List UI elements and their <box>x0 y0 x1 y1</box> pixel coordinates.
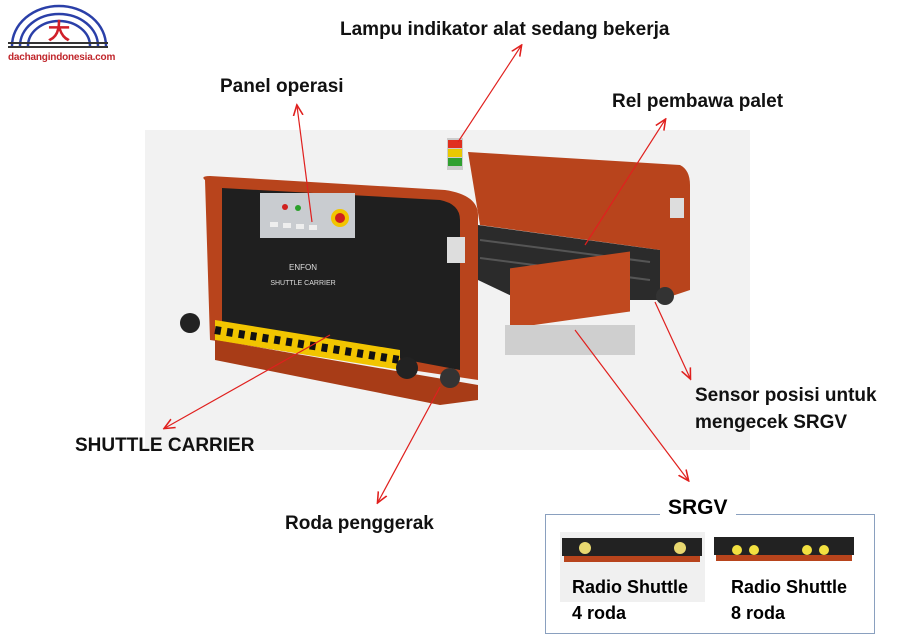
label-sensor-1: Sensor posisi untuk <box>695 385 877 406</box>
arrows <box>165 46 690 502</box>
srgv-8-wheel-image <box>714 537 854 561</box>
arrow-wheel <box>378 386 441 502</box>
shuttle-front <box>510 251 630 329</box>
vent-left <box>447 237 465 263</box>
srgv-8-label-2: 8 roda <box>731 603 786 623</box>
rail-body <box>468 152 690 300</box>
label-rail: Rel pembawa palet <box>612 91 784 112</box>
svg-text:大: 大 <box>48 19 70 44</box>
wheel-right <box>656 287 674 305</box>
arrow-srgv <box>574 329 688 480</box>
machine-brand: ENFON <box>289 263 317 272</box>
logo-text: dachangindonesia.com <box>8 52 116 63</box>
machine-model: SHUTTLE CARRIER <box>270 280 335 287</box>
bumper-right <box>396 357 418 379</box>
drive-wheel <box>440 368 460 388</box>
hazard-stripe <box>215 320 400 370</box>
label-panel: Panel operasi <box>220 76 344 97</box>
label-lamp: Lampu indikator alat sedang bekerja <box>340 19 670 40</box>
srgv-4-label-1: Radio Shuttle <box>572 577 688 597</box>
srgv-4-label-2: 4 roda <box>572 603 627 623</box>
arrow-lamp <box>457 46 521 143</box>
logo-arches-icon: 大 <box>8 4 108 48</box>
label-carrier: SHUTTLE CARRIER <box>75 435 255 456</box>
arrow-rail <box>584 120 665 246</box>
srgv-4-wheel-image <box>560 532 705 602</box>
srgv-8-label-1: Radio Shuttle <box>731 577 847 597</box>
arrow-sensor <box>654 301 690 378</box>
logo: 大 dachangindonesia.com <box>4 2 116 64</box>
arrow-carrier <box>165 334 331 428</box>
arrow-panel <box>297 106 313 223</box>
label-sensor-2: mengecek SRGV <box>695 412 848 433</box>
bumper-left <box>180 313 200 333</box>
vent-right <box>670 198 684 218</box>
srgv-title: SRGV <box>660 496 736 520</box>
rail-plate <box>505 325 635 355</box>
label-wheel: Roda penggerak <box>285 513 434 534</box>
